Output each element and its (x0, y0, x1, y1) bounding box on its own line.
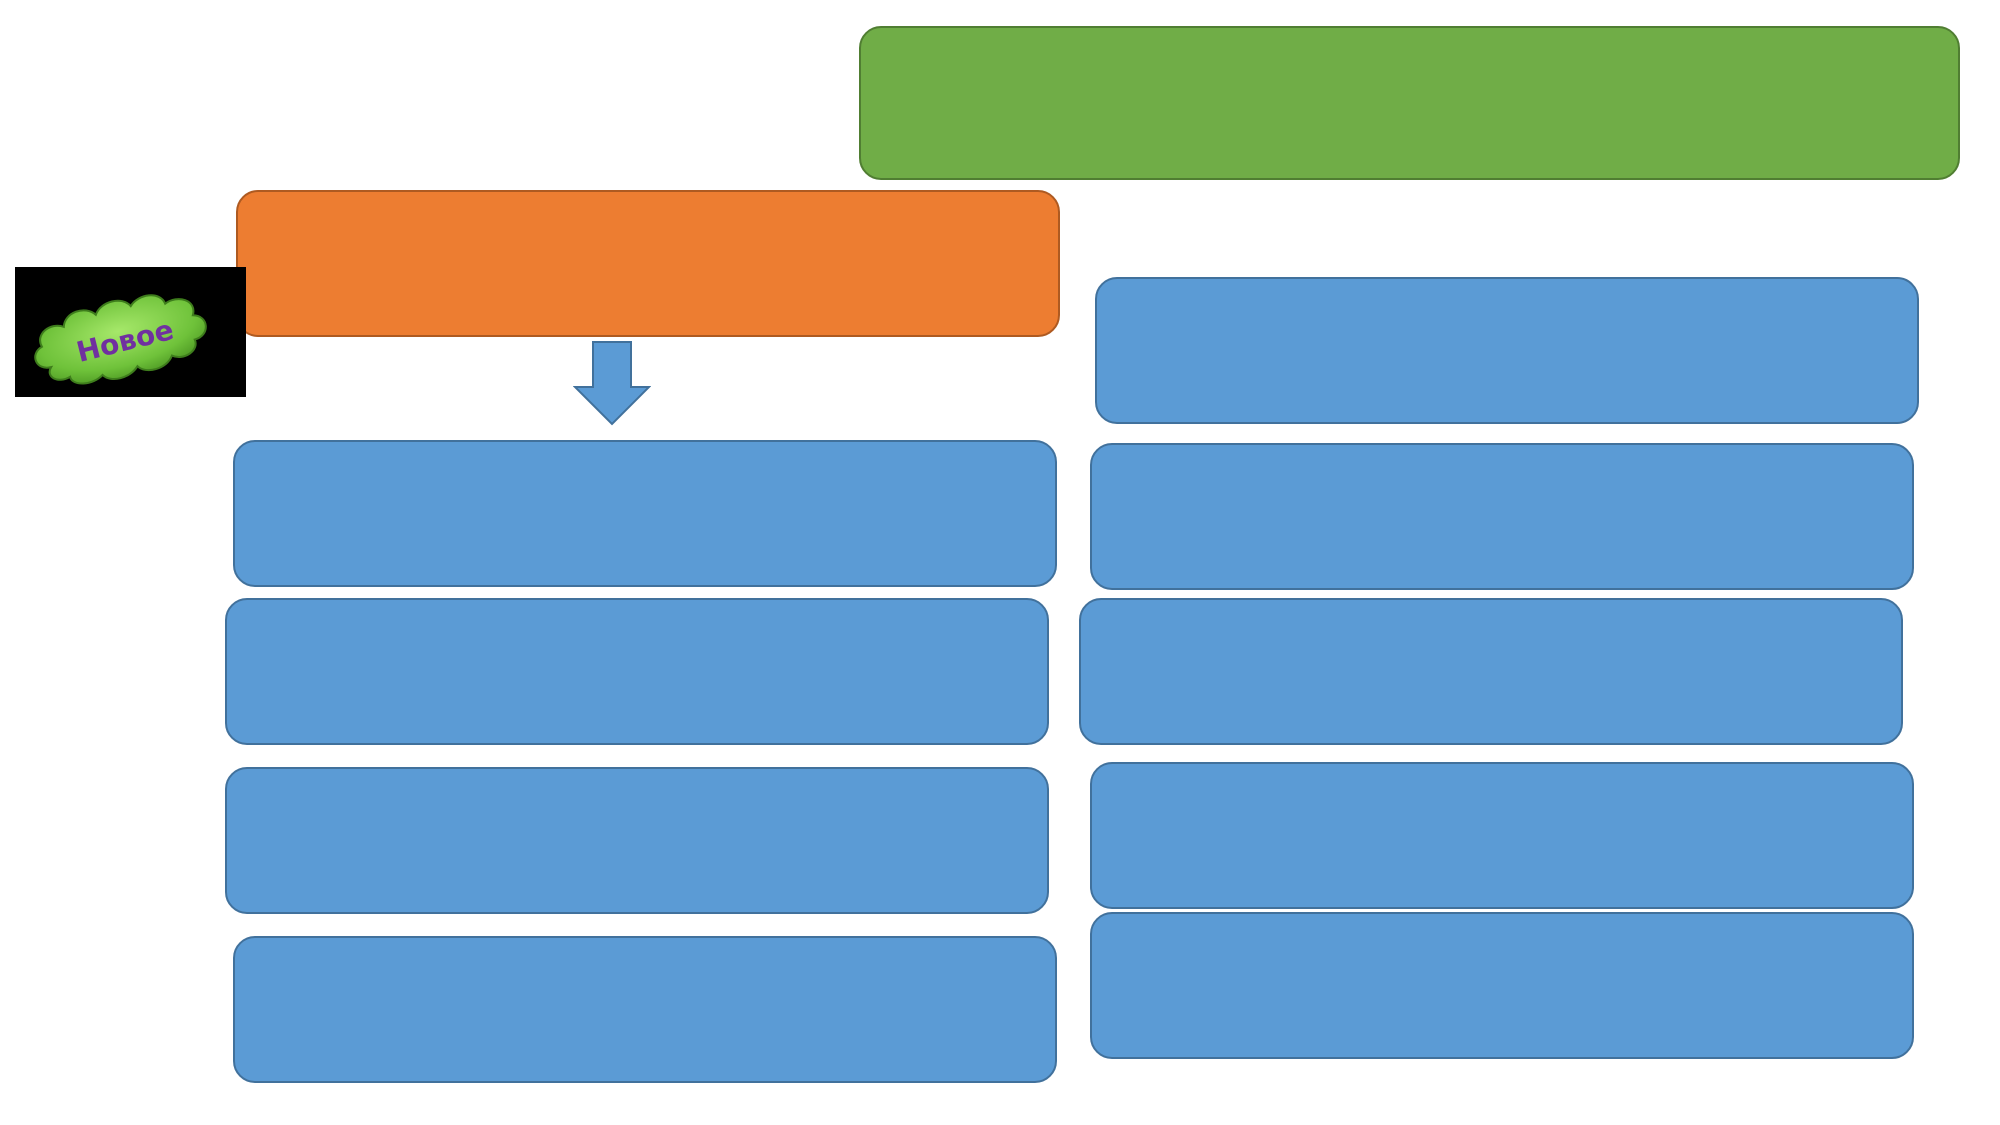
right-box-2 (1090, 443, 1914, 590)
right-box-4 (1090, 762, 1914, 909)
main-orange-box (236, 190, 1060, 337)
left-box-2 (225, 598, 1049, 745)
left-box-1 (233, 440, 1057, 587)
header-green-box (859, 26, 1960, 180)
arrow-down-icon (573, 341, 651, 426)
left-box-4 (233, 936, 1057, 1083)
cloud-icon: Новое (34, 294, 207, 385)
right-box-5 (1090, 912, 1914, 1059)
left-box-3 (225, 767, 1049, 914)
right-box-1 (1095, 277, 1919, 424)
new-badge: Новое (15, 267, 246, 397)
right-box-3 (1079, 598, 1903, 745)
